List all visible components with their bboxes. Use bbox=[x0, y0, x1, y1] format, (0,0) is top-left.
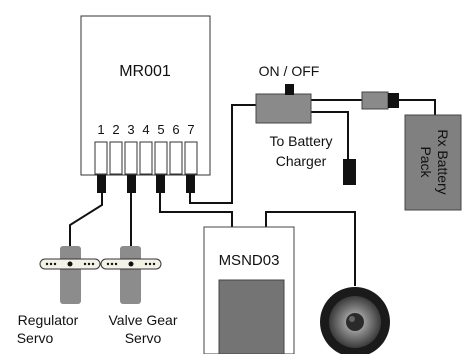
port-number-6: 6 bbox=[172, 122, 179, 137]
port-socket-5 bbox=[154, 141, 168, 175]
battery-label: Rx Battery Pack bbox=[418, 129, 451, 194]
battery-label-line1: Rx Battery bbox=[435, 129, 451, 194]
regulator-servo-label-line1: Regulator bbox=[18, 312, 79, 328]
battery-plug bbox=[388, 93, 399, 108]
port-number-5: 5 bbox=[157, 122, 164, 137]
wire-msnd-speaker bbox=[265, 211, 356, 286]
port-number-2: 2 bbox=[112, 122, 119, 137]
wires bbox=[69, 99, 436, 286]
sound-module-panel bbox=[218, 279, 285, 354]
port-socket-4 bbox=[139, 141, 153, 175]
wire-port5-msnd bbox=[159, 192, 233, 228]
wire-port1-regulator bbox=[69, 192, 103, 248]
inline-connector bbox=[361, 91, 389, 110]
switch bbox=[255, 84, 312, 124]
charger-label-line1: To Battery bbox=[269, 133, 332, 149]
wire-port7-switch bbox=[189, 104, 258, 204]
plug-port-3 bbox=[127, 175, 136, 193]
port-number-1: 1 bbox=[97, 122, 104, 137]
switch-body bbox=[255, 93, 312, 124]
port-number-7: 7 bbox=[187, 122, 194, 137]
port-socket-7 bbox=[184, 141, 198, 175]
port-socket-2 bbox=[109, 141, 123, 175]
port-socket-1 bbox=[94, 141, 108, 175]
switch-label: ON / OFF bbox=[259, 63, 320, 79]
receiver-label: MR001 bbox=[119, 63, 171, 80]
charger-label-line2: Charger bbox=[276, 153, 327, 169]
plug-port-1 bbox=[97, 175, 106, 193]
port-socket-6 bbox=[169, 141, 183, 175]
charger-plug bbox=[343, 159, 356, 185]
sound-module-label: MSND03 bbox=[219, 252, 280, 269]
servo-plugs bbox=[97, 175, 195, 193]
regulator-servo-icon bbox=[39, 246, 101, 304]
battery-pack bbox=[404, 114, 462, 211]
wire-switch-charger bbox=[306, 111, 349, 160]
switch-toggle bbox=[285, 84, 294, 95]
valve-gear-servo-label-line2: Servo bbox=[125, 330, 162, 346]
port-number-3: 3 bbox=[127, 122, 134, 137]
speaker-icon bbox=[320, 287, 390, 354]
valve-gear-servo-icon bbox=[100, 246, 162, 304]
receiver-port-numbers: 1 2 3 4 5 6 7 bbox=[97, 122, 194, 137]
battery-label-line2: Pack bbox=[418, 146, 434, 178]
valve-gear-servo-label-line1: Valve Gear bbox=[109, 312, 178, 328]
port-number-4: 4 bbox=[142, 122, 149, 137]
plug-port-7 bbox=[186, 175, 195, 193]
plug-port-5 bbox=[156, 175, 165, 193]
wire-connector-battery bbox=[398, 99, 436, 118]
port-socket-3 bbox=[124, 141, 138, 175]
regulator-servo-label-line2: Servo bbox=[17, 330, 54, 346]
receiver-port-sockets bbox=[94, 141, 198, 175]
